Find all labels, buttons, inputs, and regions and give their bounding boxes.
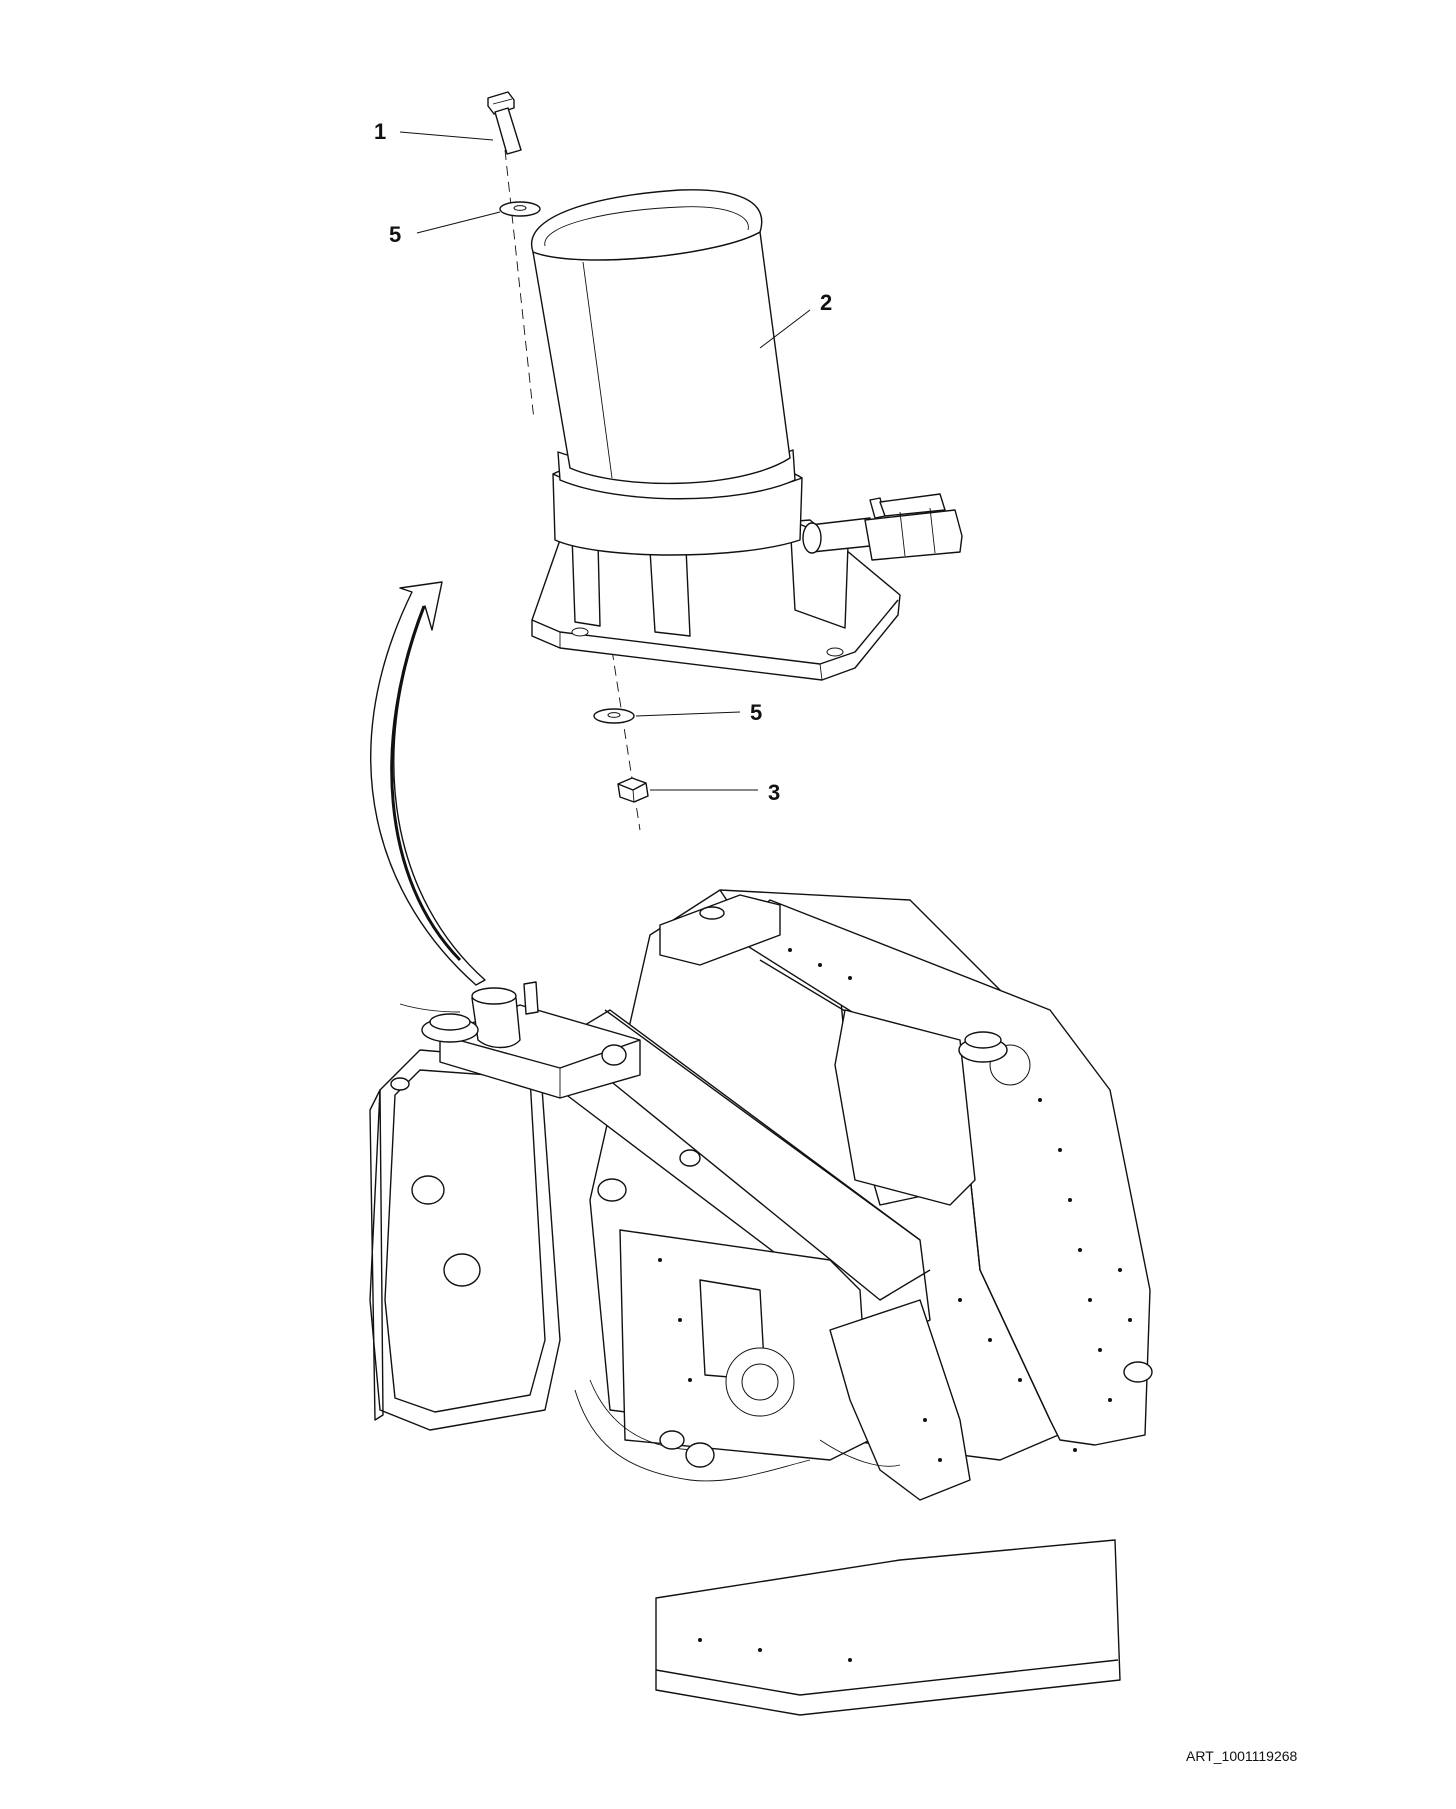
bolt-icon bbox=[487, 91, 522, 155]
art-id-label: ART_1001119268 bbox=[1186, 1748, 1298, 1764]
callout-1: 1 bbox=[374, 119, 386, 144]
washer-icon bbox=[593, 708, 635, 724]
curved-arrow-icon bbox=[370, 581, 486, 986]
callout-3: 3 bbox=[768, 780, 780, 805]
nut-icon bbox=[617, 777, 649, 803]
leader-lines bbox=[399, 131, 811, 791]
washer-icon bbox=[499, 201, 541, 217]
cylinder-motor-icon bbox=[530, 189, 963, 681]
chassis-frame-icon bbox=[369, 889, 1153, 1716]
callout-5-top: 5 bbox=[389, 222, 401, 247]
rivet-dots bbox=[658, 948, 1132, 1662]
callout-2: 2 bbox=[820, 290, 832, 315]
callout-5-bottom: 5 bbox=[750, 700, 762, 725]
